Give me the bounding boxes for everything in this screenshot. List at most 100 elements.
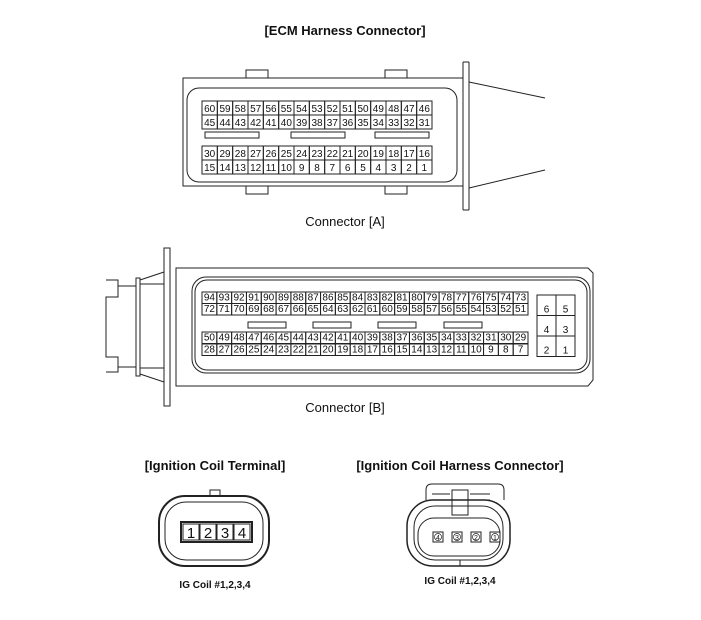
pin-number: 91 xyxy=(248,293,260,304)
pin-number: 4 xyxy=(238,525,246,542)
pin-number: 5 xyxy=(563,305,569,316)
pin-number: 15 xyxy=(396,345,408,356)
pin-number: 37 xyxy=(327,118,339,129)
ignition-terminal-housing xyxy=(158,489,270,567)
pin-number: 52 xyxy=(500,304,512,315)
pin-number: 51 xyxy=(342,104,354,115)
pin-number: 52 xyxy=(327,104,339,115)
pin-cell xyxy=(512,303,529,316)
pin-number: 9 xyxy=(488,345,494,356)
pin-number: 61 xyxy=(367,304,379,315)
pin-number: 25 xyxy=(248,345,260,356)
pin-number: 30 xyxy=(500,333,512,344)
pin-number: 43 xyxy=(308,333,320,344)
pin-number: 94 xyxy=(204,293,216,304)
pin-number: 3 xyxy=(221,525,229,542)
pin-number: 44 xyxy=(293,333,305,344)
pin-number: 92 xyxy=(233,293,245,304)
ignition-harness-title: [Ignition Coil Harness Connector] xyxy=(356,458,563,473)
pin-number: 57 xyxy=(250,104,262,115)
pin-number: 42 xyxy=(250,118,262,129)
pin-number: 32 xyxy=(471,333,483,344)
pin-number: 20 xyxy=(357,149,369,160)
pin-number: 23 xyxy=(278,345,290,356)
pin-number: 29 xyxy=(515,333,527,344)
pin-number: 79 xyxy=(426,293,438,304)
terminal-pin xyxy=(233,523,251,541)
pin-number: 59 xyxy=(396,304,408,315)
pin-number: 76 xyxy=(471,293,483,304)
pin-number: 42 xyxy=(322,333,334,344)
pin-number: 17 xyxy=(403,149,415,160)
pin-number: 2 xyxy=(406,163,412,174)
pin-number: 10 xyxy=(471,345,483,356)
pin-number: 54 xyxy=(471,304,483,315)
pin-number: 13 xyxy=(235,163,247,174)
pin-number: 1 xyxy=(493,535,497,542)
pin-number: 56 xyxy=(265,104,277,115)
pin-number: 60 xyxy=(382,304,394,315)
pin-number: 75 xyxy=(485,293,497,304)
harness-pin xyxy=(470,531,482,543)
pin-number: 16 xyxy=(419,149,431,160)
pin-number: 90 xyxy=(263,293,275,304)
pin-number: 17 xyxy=(367,345,379,356)
pin-number: 89 xyxy=(278,293,290,304)
pin-cell xyxy=(416,159,433,175)
pin-number: 78 xyxy=(441,293,453,304)
pin-number: 3 xyxy=(563,325,569,336)
pin-number: 35 xyxy=(426,333,438,344)
pin-number: 26 xyxy=(265,149,277,160)
pin-number: 8 xyxy=(314,163,320,174)
pin-number: 53 xyxy=(311,104,323,115)
pin-number: 36 xyxy=(342,118,354,129)
pin-number: 50 xyxy=(357,104,369,115)
pin-number: 7 xyxy=(330,163,336,174)
connector-b-caption: Connector [B] xyxy=(305,400,385,415)
pin-number: 53 xyxy=(485,304,497,315)
connector-b-keys xyxy=(247,321,483,329)
pin-number: 8 xyxy=(503,345,509,356)
pin-number: 14 xyxy=(219,163,231,174)
pin-number: 67 xyxy=(278,304,290,315)
pin-number: 27 xyxy=(250,149,262,160)
pin-number: 24 xyxy=(263,345,275,356)
pin-number: 13 xyxy=(426,345,438,356)
pin-number: 25 xyxy=(281,149,293,160)
pin-number: 93 xyxy=(219,293,231,304)
pin-number: 22 xyxy=(293,345,305,356)
pin-number: 71 xyxy=(219,304,231,315)
pin-number: 66 xyxy=(293,304,305,315)
pin-number: 47 xyxy=(403,104,415,115)
pin-number: 32 xyxy=(403,118,415,129)
pin-number: 19 xyxy=(373,149,385,160)
pin-number: 70 xyxy=(233,304,245,315)
ignition-harness-housing xyxy=(406,483,511,567)
terminal-pin xyxy=(216,523,234,541)
pin-number: 38 xyxy=(382,333,394,344)
pin-number: 11 xyxy=(266,163,277,174)
pin-number: 44 xyxy=(219,118,231,129)
pin-number: 5 xyxy=(360,163,366,174)
pin-number: 35 xyxy=(357,118,369,129)
pin-number: 55 xyxy=(281,104,293,115)
pin-cell xyxy=(555,335,576,357)
pin-number: 33 xyxy=(456,333,468,344)
pin-number: 47 xyxy=(248,333,260,344)
pin-number: 36 xyxy=(411,333,423,344)
pin-number: 33 xyxy=(388,118,400,129)
pin-cell xyxy=(512,343,529,356)
terminal-pin xyxy=(182,523,200,541)
pin-number: 1 xyxy=(422,163,428,174)
pin-number: 62 xyxy=(352,304,364,315)
pin-number: 54 xyxy=(296,104,308,115)
pin-number: 58 xyxy=(411,304,423,315)
pin-number: 3 xyxy=(391,163,397,174)
pin-number: 82 xyxy=(382,293,394,304)
pin-number: 16 xyxy=(382,345,394,356)
pin-number: 41 xyxy=(265,118,277,129)
